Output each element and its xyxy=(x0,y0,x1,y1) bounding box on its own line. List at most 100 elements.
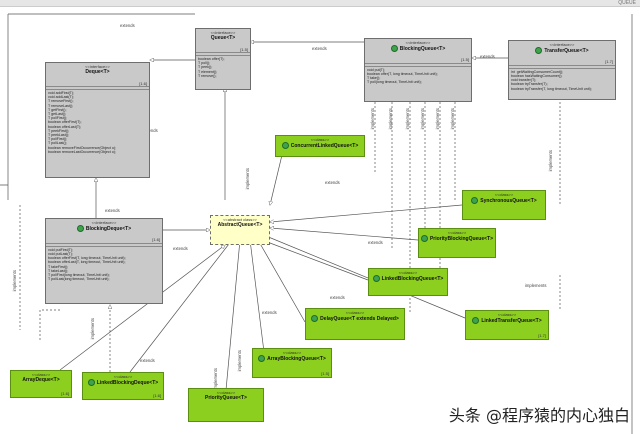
node-priorityblockingqueue-stereotype: <<class>> xyxy=(447,230,467,235)
node-blockingqueue-name: BlockingQueue<T> xyxy=(399,45,446,52)
node-linkedtransferqueue-stereotype: <<class>> xyxy=(497,312,517,317)
node-queue[interactable]: <<interface>> Queue<T> [1.5] boolean off… xyxy=(195,28,251,90)
node-blockingqueue-tag: [1.5] xyxy=(461,57,469,62)
label-implements-7: implements xyxy=(237,350,242,372)
node-arrayblockingqueue-name: ArrayBlockingQueue<T> xyxy=(267,355,326,362)
node-synchronousqueue[interactable]: <<class>> SynchronousQueue<T> xyxy=(462,190,546,220)
node-blockingdeque-stereotype: <<interface>> xyxy=(91,220,117,225)
node-concurrentlinkedqueue-name: ConcurrentLinkedQueue<T> xyxy=(290,142,359,149)
node-linkedtransferqueue-name: LinkedTransferQueue<T> xyxy=(481,317,542,324)
node-deque[interactable]: <<interface>> Deque<T> [1.6] void addFir… xyxy=(45,62,150,178)
edge-deque-impl-bottom xyxy=(39,309,60,340)
node-blockingdeque-name: BlockingDeque<T> xyxy=(85,225,132,232)
label-implements-9: implements xyxy=(388,108,393,130)
node-arrayblockingqueue[interactable]: <<class>> ArrayBlockingQueue<T> [1.5] xyxy=(252,348,332,378)
node-delayqueue[interactable]: <<class>> DelayQueue<T extends Delayed> xyxy=(305,308,405,340)
node-priorityqueue-name: PriorityQueue<T> xyxy=(205,395,247,401)
watermark: 头条 @程序猿的内心独白 xyxy=(449,402,630,426)
node-synchronousqueue-stereotype: <<class>> xyxy=(494,192,514,197)
class-icon xyxy=(420,235,428,242)
class-icon xyxy=(472,317,480,324)
label-implements-4: implements xyxy=(525,283,547,288)
node-concurrentlinkedqueue[interactable]: <<class>> ConcurrentLinkedQueue<T> xyxy=(275,135,365,157)
node-deque-tag: [1.6] xyxy=(139,81,147,86)
label-extends-5: extends xyxy=(105,208,120,213)
label-implements-11: implements xyxy=(420,108,425,130)
label-implements-8: implements xyxy=(370,108,375,130)
node-blockingqueue[interactable]: <<interface>> BlockingQueue<T> [1.5] voi… xyxy=(364,38,472,102)
class-icon xyxy=(372,275,380,282)
node-linkedblockingdeque-name: LinkedBlockingDeque<T> xyxy=(96,379,159,386)
node-queue-tag: [1.5] xyxy=(240,47,248,52)
edge-dq-abstract xyxy=(258,240,306,323)
node-synchronousqueue-name: SynchronousQueue<T> xyxy=(480,197,537,204)
label-extends-11: extends xyxy=(140,358,155,363)
label-extends-8: extends xyxy=(368,240,383,245)
label-extends-3: extends xyxy=(480,54,495,59)
node-priorityqueue[interactable]: <<class>> PriorityQueue<T> xyxy=(188,388,264,422)
node-transferqueue-name: TransferQueue<T> xyxy=(544,47,589,54)
node-deque-stereotype: <<interface>> xyxy=(85,64,110,69)
edge-pbq-abstract xyxy=(270,228,419,241)
class-icon xyxy=(311,315,319,322)
interface-icon xyxy=(390,45,398,52)
node-arrayblockingqueue-tag: [1.5] xyxy=(321,371,329,376)
class-icon xyxy=(87,379,95,386)
watermark-handle: @程序猿的内心独白 xyxy=(485,406,630,425)
node-transferqueue-members: int getWaitingConsumerCount(); boolean h… xyxy=(511,69,592,91)
label-extends-2: extends xyxy=(312,46,327,51)
label-extends-4: extends xyxy=(143,128,158,133)
interface-icon xyxy=(535,47,543,54)
node-linkedblockingqueue-stereotype: <<class>> xyxy=(398,270,418,275)
edge-extends-rail xyxy=(7,13,195,185)
label-implements-12: implements xyxy=(435,108,440,130)
node-transferqueue[interactable]: <<interface>> TransferQueue<T> [1.7] int… xyxy=(508,40,616,100)
node-blockingdeque[interactable]: <<interface>> BlockingDeque<T> [1.6] voi… xyxy=(45,218,163,304)
node-abstractqueue-name: AbstractQueue<T> xyxy=(217,222,263,228)
node-priorityblockingqueue[interactable]: <<class>> PriorityBlockingQueue<T> xyxy=(418,228,496,258)
label-implements-3: implements xyxy=(548,150,553,172)
class-icon xyxy=(471,197,479,204)
node-deque-name: Deque<T> xyxy=(85,69,110,75)
node-linkedtransferqueue-tag: [1.7] xyxy=(538,333,546,338)
label-extends-1: extends xyxy=(120,23,135,28)
class-icon xyxy=(281,142,289,149)
node-transferqueue-stereotype: <<interface>> xyxy=(549,42,575,47)
node-arraydeque-tag: [1.6] xyxy=(61,391,69,396)
edge-arraydeque-abstract xyxy=(59,245,225,371)
window-title: QUEUE xyxy=(618,0,636,6)
node-abstractqueue[interactable]: <<abstract class>> AbstractQueue<T> xyxy=(210,215,270,245)
node-blockingqueue-stereotype: <<interface>> xyxy=(405,40,431,45)
node-delayqueue-stereotype: <<class>> xyxy=(345,310,365,315)
node-linkedblockingqueue-name: LinkedBlockingQueue<T> xyxy=(381,275,444,282)
edge-abq-abstract xyxy=(250,240,266,361)
node-priorityqueue-stereotype: <<class>> xyxy=(216,390,236,395)
label-implements-5: implements xyxy=(90,318,95,340)
node-arrayblockingqueue-stereotype: <<class>> xyxy=(282,350,302,355)
label-extends-7: extends xyxy=(325,180,340,185)
edge-left-rail-down xyxy=(0,184,9,200)
label-extends-9: extends xyxy=(330,295,345,300)
edge-lbd-abstract xyxy=(129,240,232,373)
node-linkedblockingdeque-tag: [1.6] xyxy=(153,393,161,398)
node-linkedtransferqueue[interactable]: <<class>> LinkedTransferQueue<T> [1.7] xyxy=(465,310,549,340)
node-delayqueue-name: DelayQueue<T extends Delayed> xyxy=(320,315,399,322)
label-extends-6: extends xyxy=(173,246,188,251)
edge-ltq-abstract xyxy=(266,236,466,319)
node-arraydeque[interactable]: <<class>> ArrayDeque<T> [1.6] xyxy=(10,370,72,398)
edge-pq-abstract xyxy=(225,240,240,391)
interface-icon xyxy=(76,225,84,232)
node-queue-stereotype: <<interface>> xyxy=(210,30,236,35)
node-linkedblockingqueue[interactable]: <<class>> LinkedBlockingQueue<T> xyxy=(368,268,448,296)
node-queue-name: Queue<T> xyxy=(210,35,236,41)
label-implements-10: implements xyxy=(405,108,410,130)
label-implements-2: implements xyxy=(12,270,17,292)
node-linkedblockingdeque[interactable]: <<class>> LinkedBlockingDeque<T> [1.6] xyxy=(82,372,164,400)
node-concurrentlinkedqueue-stereotype: <<class>> xyxy=(310,137,330,142)
label-implements-6: implements xyxy=(213,368,218,390)
node-blockingqueue-members: void put(T); boolean offer(T, long timeo… xyxy=(367,67,438,85)
node-priorityblockingqueue-name: PriorityBlockingQueue<T> xyxy=(429,235,494,242)
edge-clq-abstract xyxy=(270,154,283,205)
node-blockingdeque-tag: [1.6] xyxy=(152,237,160,242)
